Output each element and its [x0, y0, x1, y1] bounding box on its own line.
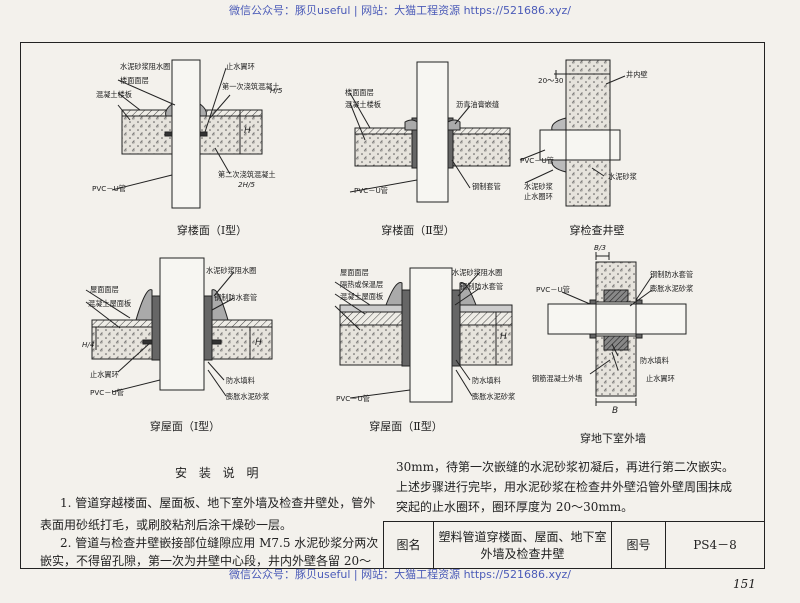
title-block-name-line: 外墙及检查井壁: [480, 546, 565, 561]
label: 混凝土楼板: [345, 100, 381, 109]
label: 防水填料: [226, 376, 255, 385]
label: 防水填料: [472, 376, 501, 385]
label: 2H/5: [238, 180, 255, 189]
label: 20～30: [538, 76, 564, 85]
label: H/5: [270, 86, 283, 95]
label: 井内壁: [626, 70, 648, 79]
watermark-bottom: 微信公众号：豚贝useful | 网站：大猫工程资源 https://52168…: [229, 568, 571, 581]
label: 屋面面层: [90, 285, 119, 294]
label: 混凝土屋面板: [88, 299, 132, 308]
title-block-name-label: 图名: [384, 522, 434, 569]
note-line: 表面用砂纸打毛，或刷胶粘剂后涂干燥砂一层。: [40, 518, 293, 532]
caption-roof-type-1: 穿屋面（Ⅰ型）: [149, 420, 221, 433]
label: 楼面面层: [120, 76, 149, 85]
caption-floor-type-1: 穿楼面（Ⅰ型）: [176, 224, 248, 237]
label: H/4: [82, 340, 95, 349]
title-block-name-value: 塑料管道穿楼面、屋面、地下室 外墙及检查井壁: [434, 522, 612, 569]
diagram-basement-wall: [547, 252, 687, 406]
label: 止水翼环: [226, 62, 255, 71]
note-line: 上述步骤进行完毕，用水泥砂浆在检查井外壁沿管外壁周围抹成: [396, 480, 733, 494]
label: 水泥砂浆阻水圈: [120, 62, 171, 71]
caption-roof-type-2: 穿屋面（Ⅱ型）: [369, 420, 443, 433]
label: H: [255, 338, 262, 348]
label: 第一次浇筑混凝土: [222, 82, 280, 91]
label: 止水圈环: [524, 192, 553, 201]
label: PVC－U管: [520, 156, 554, 165]
label: H: [244, 126, 251, 136]
caption-floor-type-2: 穿楼面（Ⅱ型）: [381, 224, 455, 237]
diagram-floor-type-2: [349, 61, 511, 203]
title-block-num-value: PS4－8: [693, 538, 737, 552]
label: 沥青油膏嵌缝: [456, 100, 500, 109]
title-block-name-line: 塑料管道穿楼面、屋面、地下室: [438, 529, 607, 544]
diagram-roof-type-2: [334, 267, 513, 403]
watermark-top: 微信公众号：豚贝useful | 网站：大猫工程资源 https://52168…: [229, 4, 571, 17]
drawing-frame: [20, 42, 765, 569]
label: 水泥砂浆: [608, 172, 637, 181]
label: 混凝土屋面板: [340, 292, 384, 301]
title-block: 图名 塑料管道穿楼面、屋面、地下室 外墙及检查井壁 图号 PS4－8: [383, 521, 765, 569]
label: PVC－U管: [90, 388, 124, 397]
notes-title: 安 装 说 明: [175, 466, 263, 480]
note-line: 突起的止水圈环，圈环厚度为 20～30mm。: [396, 500, 634, 514]
label: PVC－U管: [354, 186, 388, 195]
label: 第二次浇筑混凝土: [218, 170, 276, 179]
diagram-roof-type-1: [85, 257, 273, 397]
label: 止水翼环: [90, 370, 119, 379]
label: 水泥砂浆阻水圈: [206, 266, 257, 275]
label: PVC－U管: [92, 184, 126, 193]
caption-basement-wall: 穿地下室外墙: [580, 432, 646, 445]
label: 水泥砂浆: [524, 182, 553, 191]
label: B/3: [594, 243, 606, 252]
note-line: 1. 管道穿越楼面、屋面板、地下室外墙及检查井壁处，管外: [60, 496, 376, 510]
label: B: [612, 406, 619, 416]
label: 钢制套管: [472, 182, 501, 191]
label: 钢制防水套管: [460, 282, 504, 291]
label: H: [500, 332, 507, 342]
label: 楼面面层: [345, 88, 374, 97]
label: 屋面面层: [340, 268, 369, 277]
note-line: 2. 管道与检查井壁嵌接部位缝隙应用 M7.5 水泥砂浆分两次: [60, 536, 379, 550]
diagram-floor-type-1: [111, 59, 263, 209]
label: 钢制防水套管: [214, 293, 258, 302]
title-block-num-label: 图号: [612, 522, 666, 569]
caption-manhole-wall: 穿检查井壁: [569, 224, 625, 237]
diagram-manhole-wall: [519, 59, 626, 207]
note-line: 30mm，待第一次嵌缝的水泥砂浆初凝后，再进行第二次嵌实。: [396, 460, 735, 474]
label: PVC－U管: [536, 285, 570, 294]
label: 膨胀水泥砂浆: [472, 392, 516, 401]
label: 膨胀水泥砂浆: [650, 284, 694, 293]
label: 膨胀水泥砂浆: [226, 392, 270, 401]
page-number: 151: [733, 577, 756, 591]
label: 防水填料: [640, 356, 669, 365]
label: PVC－U管: [336, 394, 370, 403]
note-line: 嵌实，不得留孔隙，第一次为井壁中心段，井内外壁各留 20～: [40, 554, 372, 568]
label: 隔热或保温层: [340, 280, 384, 289]
label: 钢制防水套管: [650, 270, 694, 279]
label: 止水翼环: [646, 374, 675, 383]
label: 混凝土楼板: [96, 90, 132, 99]
label: 钢筋混凝土外墙: [532, 374, 583, 383]
label: 水泥砂浆阻水圈: [452, 268, 503, 277]
